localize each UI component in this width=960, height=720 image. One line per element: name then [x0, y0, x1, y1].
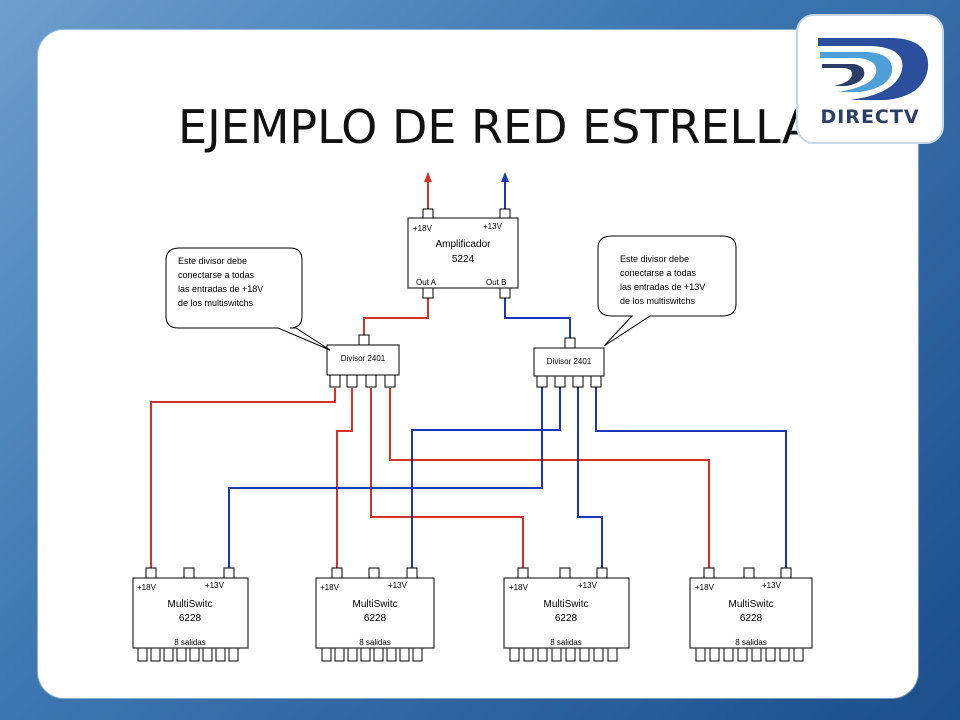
multiswitch-3: +18V +13V MultiSwitc 6228 8 salidas: [503, 567, 630, 662]
ms-name: MultiSwitc: [352, 599, 397, 610]
callout-left-line-3: las entradas de +18V: [178, 284, 263, 294]
callout-left-line-2: conectarse a todas: [178, 270, 255, 280]
wire-rdiv-to-ms2: [411, 387, 561, 570]
ms-18v-label: +18V: [137, 583, 157, 592]
blue-arrowhead-icon: [501, 172, 509, 182]
ms-model: 6228: [179, 613, 202, 624]
directv-swoosh-logo: [818, 38, 929, 100]
wire-amp-to-left-divisor: [363, 298, 429, 343]
ms-18v-label: +18V: [320, 583, 340, 592]
wire-rdiv-to-ms1: [228, 387, 543, 570]
callout-right-line-4: de los multiswitchs: [620, 296, 696, 306]
callout-right-line-1: Este divisor debe: [620, 254, 689, 264]
ms-model: 6228: [740, 613, 763, 624]
ms-13v-label: +13V: [762, 581, 782, 590]
wire-rdiv-to-ms3: [577, 387, 603, 570]
callout-right: Este divisor debe conectarse a todas las…: [597, 235, 737, 347]
ms-outputs: 8 salidas: [550, 638, 582, 647]
ms-18v-label: +18V: [695, 583, 715, 592]
divisor-left-label: Divisor 2401: [341, 354, 386, 363]
amp-out-b: Out B: [486, 278, 506, 287]
wire-ldiv-to-ms2: [336, 388, 353, 570]
wire-ldiv-to-ms4: [389, 388, 710, 570]
callout-left: Este divisor debe conectarse a todas las…: [165, 247, 331, 351]
ms-18v-label: +18V: [509, 583, 529, 592]
callout-right-line-2: conectarse a todas: [620, 268, 697, 278]
multiswitch-4: +18V +13V MultiSwitc 6228 8 salidas: [689, 567, 813, 662]
ms-name: MultiSwitc: [728, 599, 773, 610]
divisor-left: Divisor 2401: [326, 334, 400, 388]
multiswitch-2: +18V +13V MultiSwitc 6228 8 salidas: [315, 567, 435, 662]
directv-logo: DIRECTV: [796, 14, 944, 144]
ms-model: 6228: [364, 613, 387, 624]
wire-ldiv-to-ms3: [370, 388, 524, 570]
wire-ldiv-to-ms1: [150, 388, 336, 570]
amp-13v-label: +13V: [483, 222, 503, 231]
blue-13v-wires: [228, 172, 787, 570]
amp-name: Amplificador: [435, 239, 491, 250]
wire-rdiv-to-ms4: [595, 387, 787, 570]
divisor-right-label: Divisor 2401: [547, 357, 592, 366]
logo-wordmark: DIRECTV: [820, 106, 920, 128]
red-arrowhead-icon: [424, 172, 432, 182]
amp-18v-label: +18V: [413, 224, 433, 233]
ms-model: 6228: [555, 613, 578, 624]
callout-left-line-4: de los multiswitchs: [178, 298, 254, 308]
ms-13v-label: +13V: [578, 581, 598, 590]
ms-outputs: 8 salidas: [735, 638, 767, 647]
ms-13v-label: +13V: [388, 581, 408, 590]
amplifier-5224: +18V +13V Amplificador 5224 Out A Out B: [407, 208, 519, 299]
ms-outputs: 8 salidas: [359, 638, 391, 647]
divisor-right: Divisor 2401: [533, 337, 605, 388]
ms-name: MultiSwitc: [167, 599, 212, 610]
wire-amp-to-right-divisor: [504, 298, 571, 346]
amp-out-a: Out A: [416, 278, 437, 287]
callout-left-line-1: Este divisor debe: [178, 256, 247, 266]
multiswitch-1: +18V +13V MultiSwitc 6228 8 salidas: [132, 567, 249, 662]
amp-model: 5224: [452, 254, 475, 265]
red-18v-wires: [150, 172, 710, 570]
callout-right-line-3: las entradas de +13V: [620, 282, 705, 292]
ms-13v-label: +13V: [205, 581, 225, 590]
slide-title: EJEMPLO DE RED ESTRELLA: [178, 100, 814, 154]
ms-name: MultiSwitc: [543, 599, 588, 610]
ms-outputs: 8 salidas: [174, 638, 206, 647]
